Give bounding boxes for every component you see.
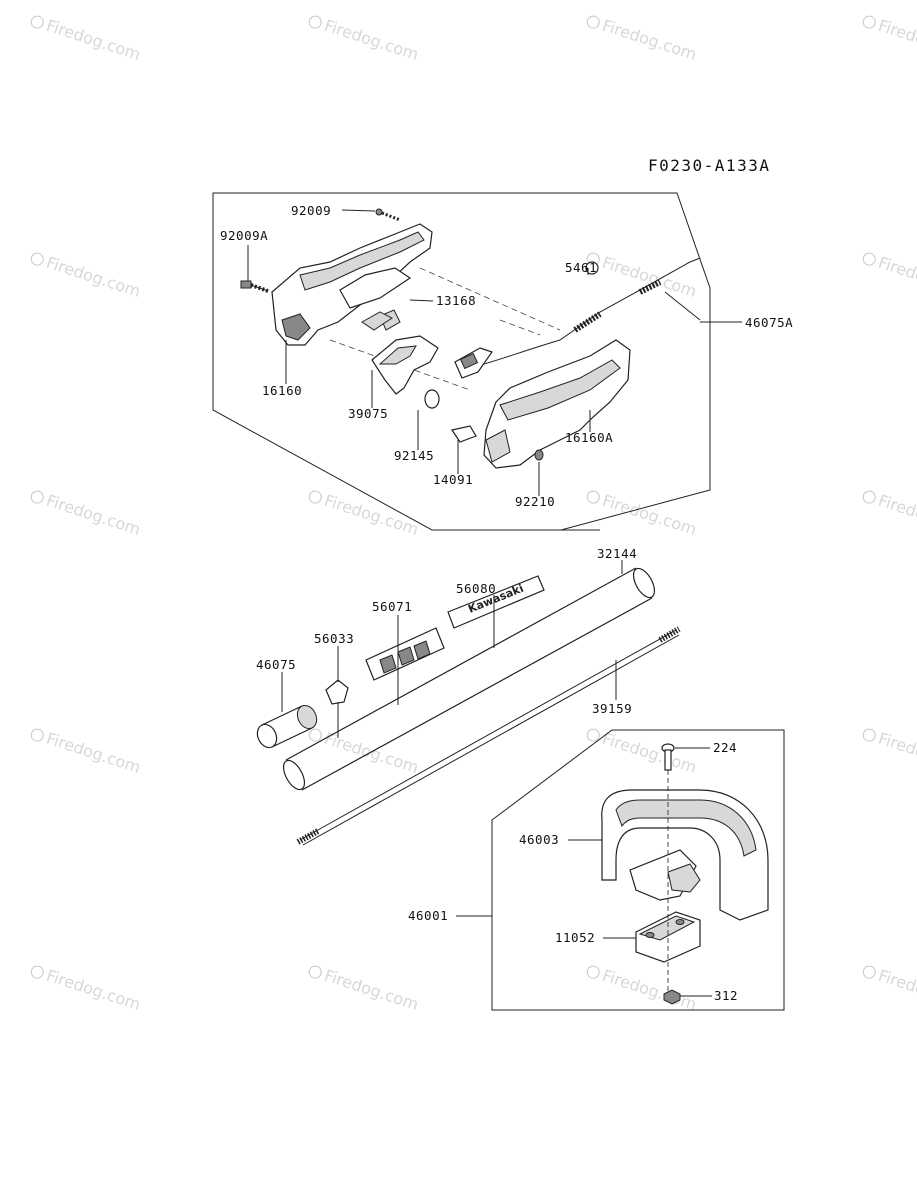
- part-label-16160[interactable]: 16160: [262, 383, 302, 398]
- decal-56071: [365, 627, 445, 681]
- watermark: Firedog.com: [586, 15, 699, 64]
- svg-text:Firedog.com: Firedog.com: [600, 491, 699, 539]
- svg-text:Firedog.com: Firedog.com: [600, 253, 699, 301]
- watermark: Firedog.com: [586, 728, 699, 777]
- svg-text:Firedog.com: Firedog.com: [322, 729, 421, 777]
- svg-text:Firedog.com: Firedog.com: [600, 729, 699, 777]
- watermark: Firedog.com: [862, 252, 917, 301]
- watermark: Firedog.com: [862, 728, 917, 777]
- watermark: Firedog.com: [308, 965, 421, 1014]
- leader: [664, 291, 701, 321]
- part-label-13168[interactable]: 13168: [436, 293, 476, 308]
- diagram-code: F0230-A133A: [648, 156, 770, 175]
- svg-text:Firedog.com: Firedog.com: [876, 966, 917, 1014]
- screw-92009A: [240, 280, 269, 293]
- watermark: Firedog.com: [308, 728, 421, 777]
- part-label-39075[interactable]: 39075: [348, 406, 388, 421]
- part-label-32144[interactable]: 32144: [597, 546, 637, 561]
- svg-text:Firedog.com: Firedog.com: [876, 253, 917, 301]
- part-label-46001[interactable]: 46001: [408, 908, 448, 923]
- svg-text:Firedog.com: Firedog.com: [600, 966, 699, 1014]
- handle-box-outline: [491, 729, 785, 1011]
- svg-text:Firedog.com: Firedog.com: [44, 966, 143, 1014]
- plate-14091: [451, 425, 477, 443]
- clip-56033: [325, 679, 349, 705]
- part-label-92145[interactable]: 92145: [394, 448, 434, 463]
- watermark: Firedog.com: [862, 490, 917, 539]
- left-housing-16160: [271, 223, 433, 346]
- watermark: Firedog.com: [586, 965, 699, 1014]
- part-label-92210[interactable]: 92210: [515, 494, 555, 509]
- assembly-line: [419, 267, 561, 331]
- part-label-46075[interactable]: 46075: [256, 657, 296, 672]
- screw-92009: [375, 208, 401, 222]
- svg-text:Firedog.com: Firedog.com: [876, 491, 917, 539]
- watermark: Firedog.com: [862, 15, 917, 64]
- part-label-46003[interactable]: 46003: [519, 832, 559, 847]
- part-label-56080[interactable]: 56080: [456, 581, 496, 596]
- part-label-16160A[interactable]: 16160A: [565, 430, 613, 445]
- svg-text:Firedog.com: Firedog.com: [44, 16, 143, 64]
- part-label-46075A[interactable]: 46075A: [745, 315, 793, 330]
- svg-text:Firedog.com: Firedog.com: [876, 729, 917, 777]
- part-label-39159[interactable]: 39159: [592, 701, 632, 716]
- part-label-56071[interactable]: 56071: [372, 599, 412, 614]
- watermark: Firedog.com: [308, 490, 421, 539]
- right-housing-16160A: [483, 339, 631, 469]
- svg-text:Firedog.com: Firedog.com: [322, 966, 421, 1014]
- assembly-outline: [212, 192, 711, 531]
- part-label-5461[interactable]: 5461: [565, 260, 597, 275]
- watermark: Firedog.com: [862, 965, 917, 1014]
- watermark: Firedog.com: [30, 252, 143, 301]
- watermark: Firedog.com: [30, 965, 143, 1014]
- svg-text:Firedog.com: Firedog.com: [44, 729, 143, 777]
- part-label-92009A[interactable]: 92009A: [220, 228, 268, 243]
- part-label-312[interactable]: 312: [714, 988, 738, 1003]
- guide-13168: [361, 311, 393, 331]
- watermark: Firedog.com: [30, 15, 143, 64]
- nut-312: [663, 989, 681, 1005]
- leader: [341, 209, 376, 212]
- part-label-224[interactable]: 224: [713, 740, 737, 755]
- part-label-14091[interactable]: 14091: [433, 472, 473, 487]
- part-label-92009[interactable]: 92009: [291, 203, 331, 218]
- handle-assembly: 92009 92009A 13168 16160 39075 92145 140…: [212, 192, 793, 531]
- svg-text:Firedog.com: Firedog.com: [876, 16, 917, 64]
- clamp-11052: [635, 911, 701, 963]
- throttle-cable-5461: [454, 257, 701, 379]
- svg-text:Firedog.com: Firedog.com: [322, 16, 421, 64]
- part-label-56033[interactable]: 56033: [314, 631, 354, 646]
- loop-handle-46003: [601, 789, 769, 921]
- grip-46075: [256, 704, 318, 749]
- spring-92145: [424, 389, 440, 409]
- watermark: Firedog.com: [586, 490, 699, 539]
- shaft-assembly: Kawasaki 32144 56080 56071: [256, 529, 681, 846]
- main-tube-32144: [282, 567, 656, 791]
- watermark: Firedog.com: [308, 15, 421, 64]
- loop-handle-assembly: 224 46003 46001 11052 312: [408, 729, 785, 1011]
- assembly-line: [499, 319, 541, 336]
- svg-text:Firedog.com: Firedog.com: [600, 16, 699, 64]
- svg-text:Firedog.com: Firedog.com: [44, 253, 143, 301]
- nut-92210: [534, 449, 544, 461]
- watermark: Firedog.com: [30, 728, 143, 777]
- watermark: Firedog.com: [30, 490, 143, 539]
- leader: [409, 299, 434, 302]
- svg-text:Firedog.com: Firedog.com: [322, 491, 421, 539]
- part-label-11052[interactable]: 11052: [555, 930, 595, 945]
- svg-text:Firedog.com: Firedog.com: [44, 491, 143, 539]
